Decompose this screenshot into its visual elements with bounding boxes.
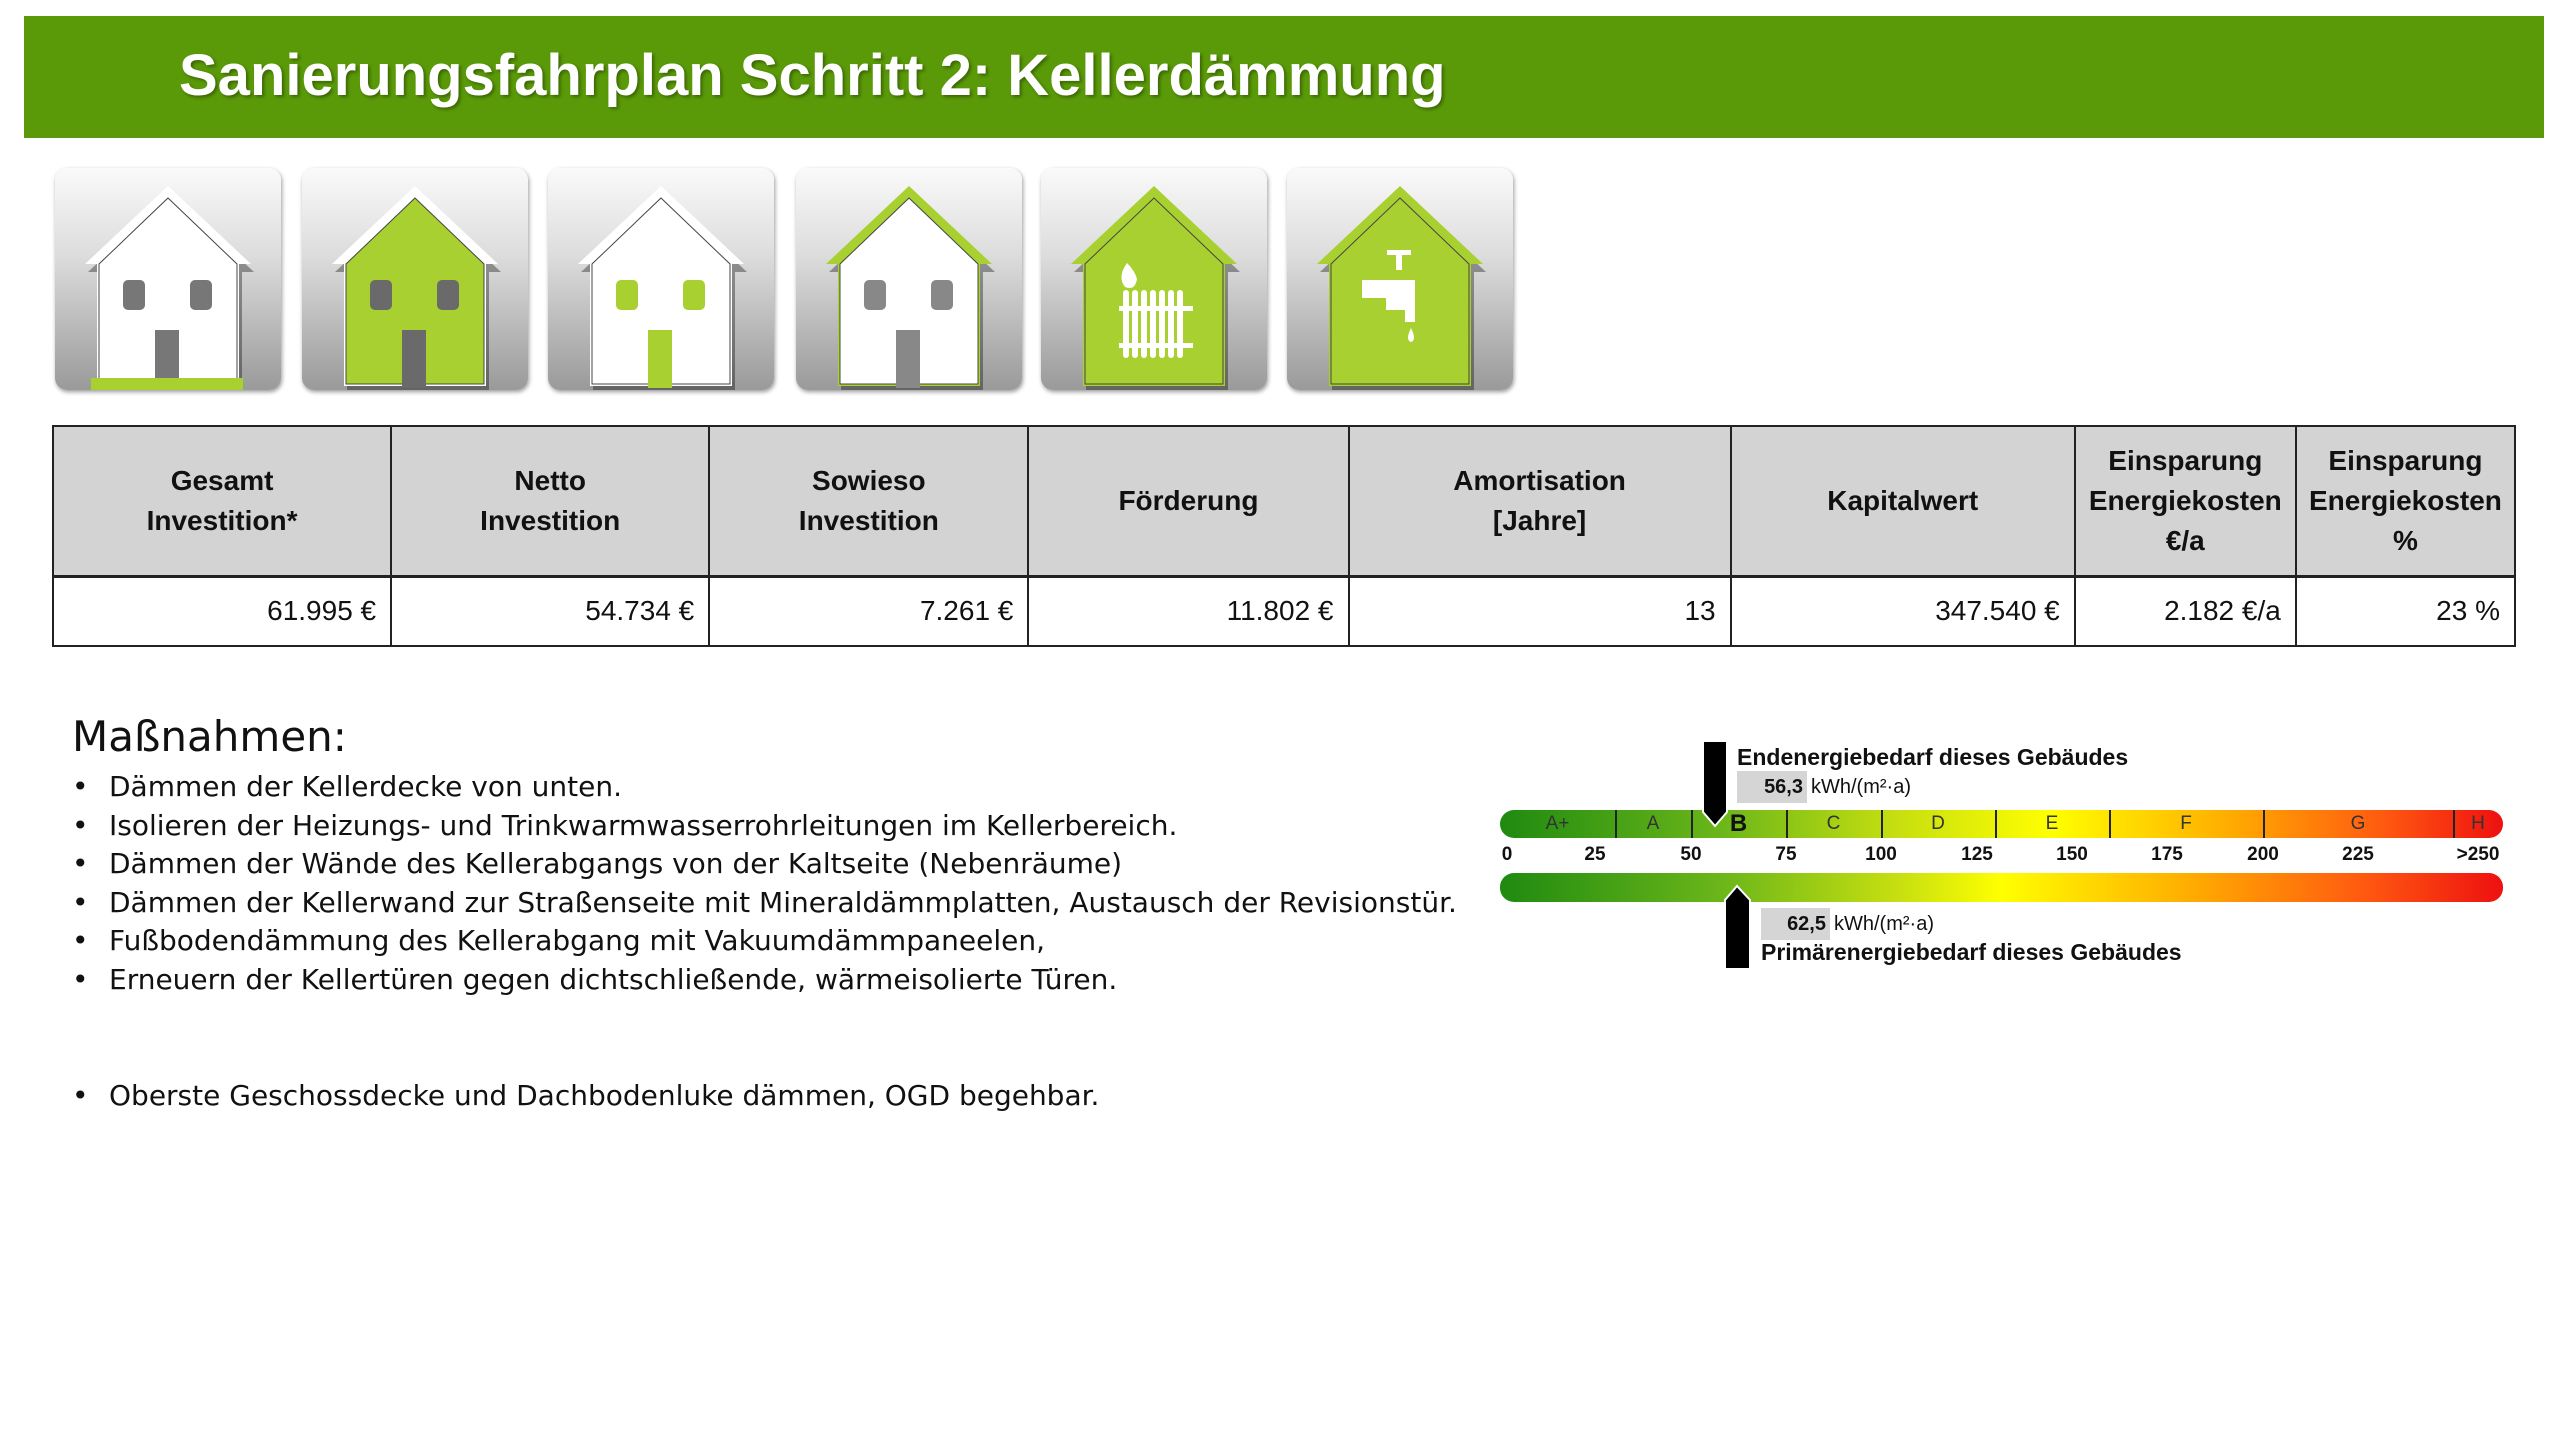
scale-tick-label: 150 (2056, 844, 2088, 865)
header-banner: Sanierungsfahrplan Schritt 2: Kellerdämm… (24, 16, 2544, 138)
header-line: Investition (480, 504, 621, 536)
energy-class-C: C (1826, 813, 1841, 834)
measures-heading: Maßnahmen: (72, 712, 347, 761)
header-line: Sowieso (812, 464, 926, 496)
class-divider (1995, 810, 1997, 838)
table-cell: 347.540 € (1729, 574, 2076, 647)
scale-tick-label: 50 (1680, 844, 1702, 865)
measure-item: Erneuern der Kellertüren gegen dichtschl… (72, 961, 1457, 1000)
end-energy-label: Endenergiebedarf dieses Gebäudes (1737, 744, 2129, 770)
measure-item: Dämmen der Wände des Kellerabgangs von d… (72, 845, 1457, 884)
scale-tick-label: 125 (1961, 844, 1993, 865)
table-cell: 7.261 € (708, 574, 1030, 647)
scale-tick-label: 225 (2342, 844, 2374, 865)
header-line: Kapitalwert (1827, 484, 1979, 516)
page-title: Sanierungsfahrplan Schritt 2: Kellerdämm… (179, 43, 1446, 108)
header-line: Investition (798, 504, 939, 536)
house-roof-icon (796, 168, 1022, 390)
scale-tick-label: 0 (1501, 844, 1513, 865)
table-cell: 2.182 €/a (2073, 574, 2297, 647)
header-line: Einsparung (2108, 444, 2263, 476)
energy-class-D: D (1931, 813, 1945, 834)
house-windows-doors-icon (548, 168, 774, 390)
class-divider (2453, 810, 2455, 838)
energy-class-bar (1500, 810, 2503, 838)
scale-tick-label: 75 (1775, 844, 1797, 865)
class-divider (2263, 810, 2265, 838)
energy-class-A+: A+ (1545, 813, 1570, 834)
header-line: Energiekosten (2308, 484, 2502, 516)
scale-tick-label: 25 (1584, 844, 1606, 865)
energy-class-A: A (1646, 813, 1660, 834)
scale-tick-label: 175 (2151, 844, 2183, 865)
energy-gradient-bar (1500, 873, 2503, 902)
end-energy-arrow (1702, 740, 1728, 828)
end-energy-value: 56,3 (1737, 771, 1807, 803)
measure-item: Isolieren der Heizungs- und Trinkwarmwas… (72, 807, 1457, 846)
energy-class-E: E (2045, 813, 2059, 834)
energy-class-F: F (2180, 813, 2192, 834)
header-line: % (2392, 524, 2418, 556)
class-divider (1786, 810, 1788, 838)
end-energy-unit: kWh/(m²·a) (1811, 776, 1911, 798)
header-line: Gesamt (170, 464, 274, 496)
header-line: Einsparung (2328, 444, 2483, 476)
measure-item: Dämmen der Kellerwand zur Straßenseite m… (72, 884, 1457, 923)
scale-tick-label: 100 (1865, 844, 1897, 865)
house-walls-icon (302, 168, 528, 390)
house-basement-icon (55, 168, 281, 390)
energy-class-B: B (1729, 810, 1748, 837)
primary-energy-label: Primärenergiebedarf dieses Gebäudes (1761, 939, 2182, 965)
header-line: Investition* (146, 504, 298, 536)
energy-class-H: H (2471, 813, 2485, 834)
house-hot-water-icon (1287, 168, 1513, 390)
energy-class-G: G (2350, 813, 2366, 834)
scale-tick-label: >250 (2456, 844, 2500, 865)
table-cell: 23 % (2294, 574, 2517, 647)
class-divider (1615, 810, 1617, 838)
measure-item: Fußbodendämmung des Kellerabgang mit Vak… (72, 922, 1457, 961)
header-line: Amortisation (1453, 464, 1626, 496)
primary-energy-unit: kWh/(m²·a) (1834, 913, 1934, 935)
class-divider (1691, 810, 1693, 838)
header-line: €/a (2165, 524, 2205, 556)
measures-list: Dämmen der Kellerdecke von unten. Isolie… (72, 768, 1457, 1115)
primary-energy-value: 62,5 (1761, 908, 1830, 940)
table-cell: 61.995 € (51, 574, 393, 647)
table-cell: 54.734 € (390, 574, 711, 647)
scale-tick-label: 200 (2247, 844, 2279, 865)
header-line: Förderung (1118, 484, 1259, 516)
measure-item: Dämmen der Kellerdecke von unten. (72, 768, 1457, 807)
column-header: Amortisation [Jahre] (1347, 425, 1732, 577)
class-divider (2109, 810, 2111, 838)
measure-item-extra: Oberste Geschossdecke und Dachbodenluke … (72, 1077, 1457, 1116)
header-line: Netto (514, 464, 586, 496)
primary-energy-arrow (1724, 884, 1751, 970)
house-heating-icon (1041, 168, 1267, 390)
column-header: Förderung (1027, 425, 1350, 577)
class-divider (1881, 810, 1883, 838)
column-header: Kapitalwert (1729, 425, 2076, 577)
header-line: Energiekosten (2088, 484, 2282, 516)
table-cell: 11.802 € (1027, 574, 1350, 647)
header-line: [Jahre] (1492, 504, 1587, 536)
table-cell: 13 (1347, 574, 1732, 647)
